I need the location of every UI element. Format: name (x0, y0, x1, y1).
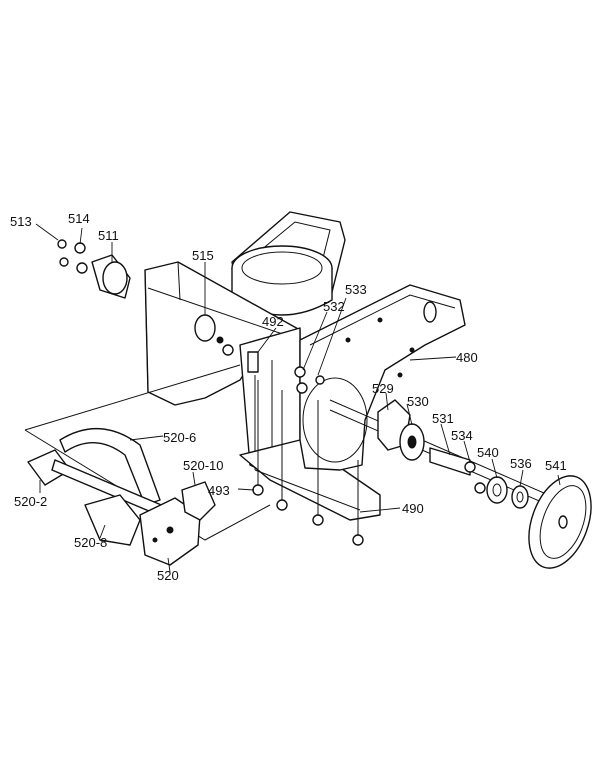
label-540: 540 (477, 445, 499, 460)
label-536: 536 (510, 456, 532, 471)
label-531: 531 (432, 411, 454, 426)
label-520-8: 520-8 (74, 535, 107, 550)
label-533: 533 (345, 282, 367, 297)
label-532: 532 (323, 299, 345, 314)
label-529: 529 (372, 381, 394, 396)
auger-assembly (24, 364, 271, 566)
label-490: 490 (402, 501, 424, 516)
label-520-10: 520-10 (183, 458, 223, 473)
label-534: 534 (451, 428, 473, 443)
label-480: 480 (456, 350, 478, 365)
label-514: 514 (68, 211, 90, 226)
label-541: 541 (545, 458, 567, 473)
label-511: 511 (98, 228, 119, 243)
label-515: 515 (192, 248, 214, 263)
label-513: 513 (10, 214, 32, 229)
label-520-6: 520-6 (163, 430, 196, 445)
shaft-assembly (329, 399, 592, 569)
label-520: 520 (157, 568, 179, 583)
hardware (57, 239, 364, 546)
label-492: 492 (262, 314, 284, 329)
frame-bracket-480 (299, 284, 466, 471)
part-labels: 513 514 511 515 492 533 532 480 529 530 … (10, 211, 567, 583)
main-housing (144, 211, 381, 521)
label-520-2: 520-2 (14, 494, 47, 509)
leader-lines (35, 223, 561, 573)
label-530: 530 (407, 394, 429, 409)
label-493: 493 (208, 483, 230, 498)
